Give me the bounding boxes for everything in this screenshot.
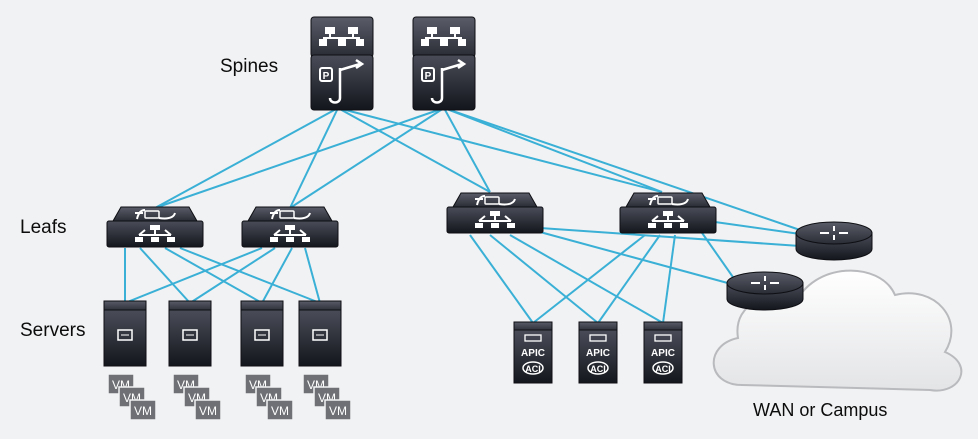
link-spine2-leaf1 (154, 107, 445, 209)
link-leaf1-srv3 (164, 247, 263, 304)
fabric-switch-icon: P (412, 16, 476, 111)
apic-controller-1: APIC ACI (513, 321, 553, 384)
apic-controller-2: APIC ACI (578, 321, 618, 384)
server-icon (103, 300, 147, 367)
link-spine1-leaf2 (289, 107, 339, 209)
server-icon (240, 300, 284, 367)
fabric-links (124, 107, 801, 324)
vm-icon: VM (129, 399, 157, 421)
leaf-switch-icon (619, 192, 717, 234)
apic-controller-icon: APIC ACI (578, 321, 618, 384)
link-spine2-leaf4 (443, 107, 663, 193)
aci-label: ACI (590, 364, 606, 374)
leaf-switch-icon (106, 206, 204, 248)
vm-icon: VM (194, 399, 222, 421)
server-icon (168, 300, 212, 367)
link-leaf3-router1 (539, 227, 801, 247)
svg-text:P: P (425, 71, 432, 82)
link-leaf2-srv2 (189, 247, 276, 304)
spine-switch-2: P (412, 16, 476, 111)
vm-label: VM (134, 404, 152, 418)
vm-label: VM (329, 404, 347, 418)
servers-label: Servers (20, 320, 86, 341)
leaf-switch-3 (446, 192, 544, 234)
spine-switch-1: P (310, 16, 374, 111)
leaf-switch-1 (106, 206, 204, 248)
apic-label: APIC (651, 348, 675, 359)
leaf-switch-2 (241, 206, 339, 248)
leaf-switch-icon (241, 206, 339, 248)
spines-label: Spines (220, 56, 279, 77)
leaf-switch-4 (619, 192, 717, 234)
router-icon (726, 271, 804, 311)
link-spine1-leaf3 (337, 107, 491, 193)
vm-label: VM (271, 404, 289, 418)
aci-label: ACI (655, 364, 671, 374)
wan-router-2 (726, 271, 804, 311)
wan-campus-label: WAN or Campus (753, 400, 888, 420)
server-icon (298, 300, 342, 367)
leaf-switch-icon (446, 192, 544, 234)
link-leaf4-apic3 (662, 234, 676, 324)
apic-controller-3: APIC ACI (643, 321, 683, 384)
link-spine1-leaf1 (154, 107, 339, 209)
link-leaf1-srv4 (179, 247, 321, 304)
router-icon (795, 221, 873, 261)
link-leaf4-apic1 (532, 234, 646, 324)
link-spine2-leaf2 (289, 107, 445, 209)
vm-label: VM (199, 404, 217, 418)
apic-controller-icon: APIC ACI (513, 321, 553, 384)
link-leaf3-apic1 (469, 234, 534, 324)
link-leaf3-router2 (539, 231, 736, 286)
vm-icon: VM (324, 399, 352, 421)
link-leaf2-srv4 (304, 247, 321, 304)
aci-label: ACI (525, 364, 541, 374)
link-leaf2-srv1 (124, 247, 263, 304)
link-spine1-leaf4 (337, 107, 663, 193)
link-spine2-leaf3 (443, 107, 491, 193)
link-leaf1-srv2 (139, 247, 191, 304)
link-spine-router (443, 107, 801, 231)
link-leaf4-router2 (699, 229, 736, 281)
link-leaf4-apic2 (597, 234, 661, 324)
wan-router-1 (795, 221, 873, 261)
leaf-switches (106, 192, 717, 248)
apic-controller-icon: APIC ACI (643, 321, 683, 384)
vm-icon: VM (266, 399, 294, 421)
svg-text:P: P (323, 71, 330, 82)
link-leaf4-router1 (714, 221, 801, 235)
fabric-switch-icon: P (310, 16, 374, 111)
apic-controllers: APIC ACI APIC ACI APIC ACI (513, 321, 683, 384)
link-leaf2-srv3 (261, 247, 293, 304)
link-leaf3-apic3 (509, 234, 664, 324)
apic-label: APIC (586, 348, 610, 359)
apic-label: APIC (521, 348, 545, 359)
leafs-label: Leafs (20, 217, 67, 238)
link-leaf3-apic2 (489, 234, 599, 324)
wan-routers (726, 221, 873, 311)
